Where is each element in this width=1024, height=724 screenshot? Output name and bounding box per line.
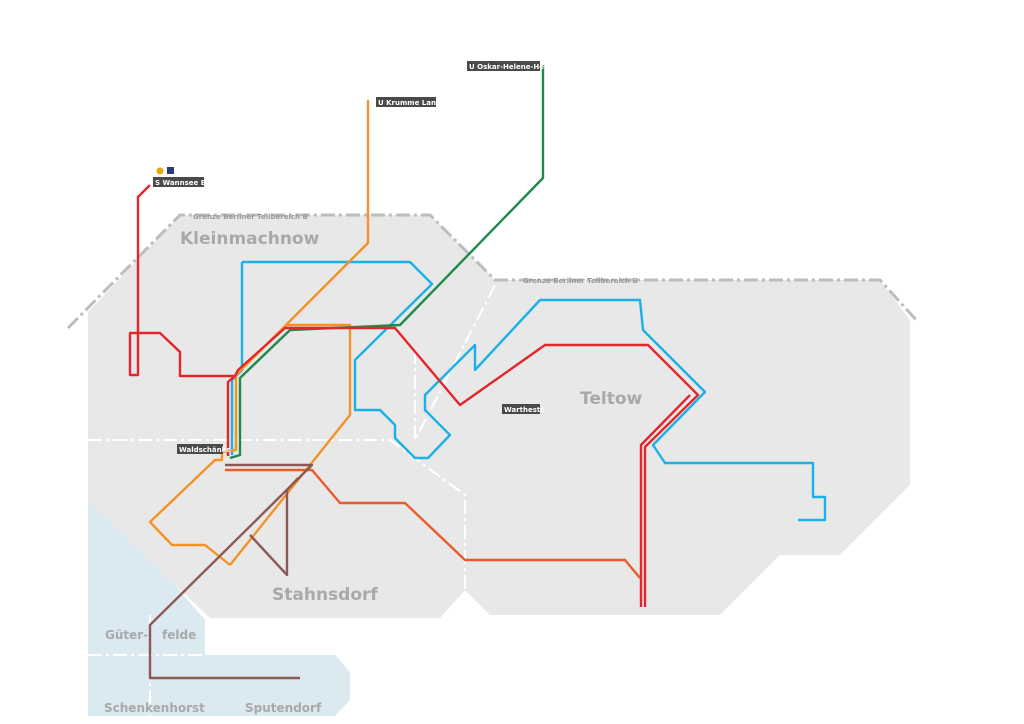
- station-label: Waldschänke: [179, 446, 231, 454]
- route-line-red-waldschaenke[interactable]: [226, 375, 236, 456]
- route-line-green[interactable]: [229, 65, 545, 460]
- station-label: U Oskar-Helene-Heim: [469, 63, 554, 71]
- u-bahn-icon: [167, 167, 174, 174]
- station-label: U Krumme Lanke: [378, 99, 445, 107]
- border-teilbereich-b: [66, 213, 920, 330]
- region-label-schenkenhorst: Schenkenhorst: [104, 701, 205, 715]
- station-warthestr[interactable]: Warthestr.: [502, 404, 545, 414]
- region-label-teltow: Teltow: [580, 389, 643, 409]
- region-label-gueterfelde-2: felde: [162, 628, 196, 642]
- region-label-gueterfelde-1: Güter-: [105, 628, 148, 642]
- station-waldschaenke[interactable]: Waldschänke: [177, 444, 231, 454]
- route-line-red-parallel[interactable]: [639, 394, 691, 607]
- s-bahn-icon: [156, 167, 164, 175]
- region-label-sputendorf: Sputendorf: [245, 701, 322, 715]
- border-label-right: Grenze Berliner Teilbereich B: [523, 277, 638, 285]
- route-line-brown-branch[interactable]: [249, 477, 299, 577]
- route-line-blue-kleinmachnow[interactable]: [242, 260, 827, 522]
- region-label-stahnsdorf: Stahnsdorf: [272, 585, 378, 605]
- station-u-krumme-lanke[interactable]: U Krumme Lanke: [376, 97, 445, 107]
- route-line-brown[interactable]: [148, 463, 314, 680]
- station-label: S Wannsee Bhf: [155, 179, 215, 187]
- inner-border-2: [414, 284, 496, 441]
- border-label-left: Grenze Berliner Teilbereich B: [193, 213, 308, 221]
- route-line-orange-red[interactable]: [225, 468, 641, 579]
- station-u-oskar-helene-heim[interactable]: U Oskar-Helene-Heim: [467, 61, 554, 71]
- water-area-gueterfelde: [88, 500, 350, 716]
- route-line-orange-branch[interactable]: [229, 323, 352, 566]
- region-label-kleinmachnow: Kleinmachnow: [180, 229, 320, 249]
- route-line-red[interactable]: [128, 184, 700, 607]
- station-s-wannsee[interactable]: S Wannsee Bhf: [153, 167, 215, 187]
- station-label: Warthestr.: [504, 406, 545, 414]
- service-area: [88, 215, 910, 618]
